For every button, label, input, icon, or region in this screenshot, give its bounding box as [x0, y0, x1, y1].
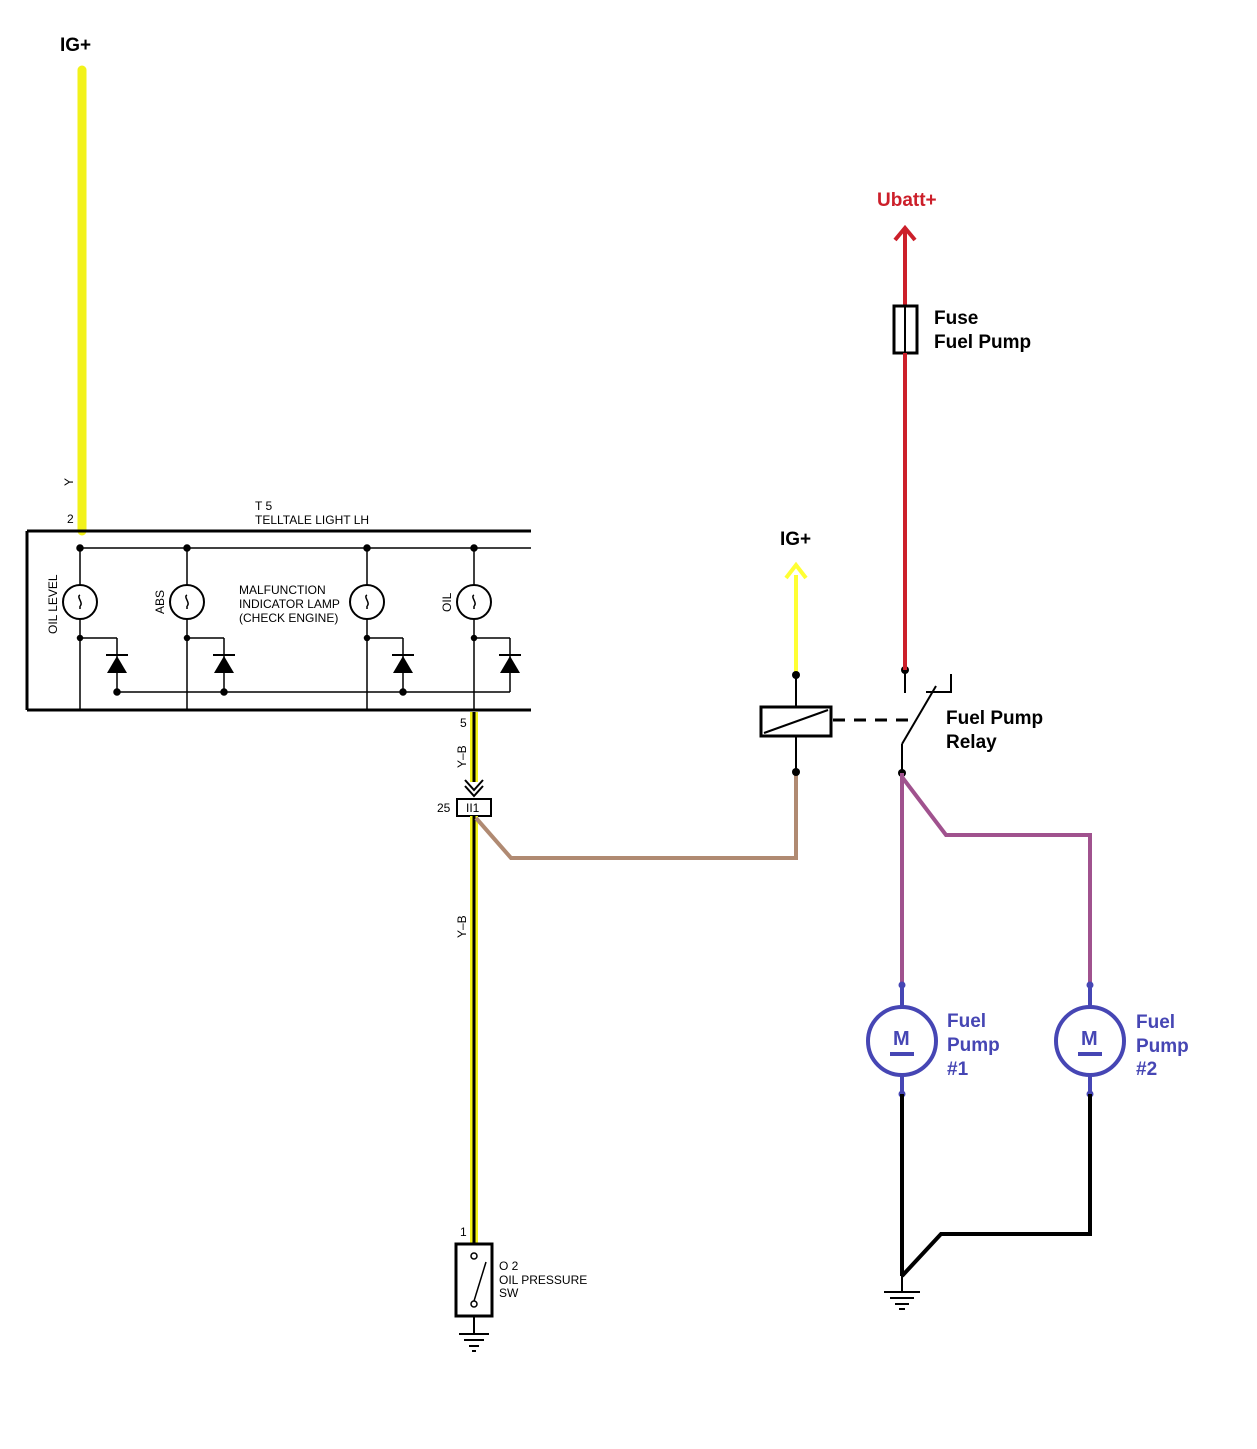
- ubatt-arrow-icon: [893, 224, 917, 242]
- lamp-mil-label-1: MALFUNCTION: [239, 583, 326, 597]
- fuse-label-2: Fuel Pump: [934, 332, 1031, 353]
- relay-coil-node-bottom: [792, 768, 800, 776]
- t5-module-box: [25, 529, 531, 712]
- fuel-pump-1-label-3: #1: [947, 1059, 969, 1080]
- connector-chevron: [464, 779, 484, 798]
- wire-yb-upper-label: Y–B: [455, 745, 469, 768]
- fuel-pump-1-motor-icon: [866, 981, 938, 1098]
- o2-label-2: SW: [499, 1286, 519, 1300]
- fuel-pump-1-label-1: Fuel: [947, 1011, 986, 1032]
- ubatt-label: Ubatt+: [877, 190, 937, 211]
- ground-icon-oil-switch: [459, 1316, 489, 1352]
- ig-relay-arrow-icon: [784, 561, 808, 580]
- lamp-oil-label: OIL: [440, 592, 454, 612]
- fuel-pump-2-label-2: Pump: [1136, 1036, 1189, 1057]
- relay-label-2: Relay: [946, 732, 997, 753]
- o2-label-1: OIL PRESSURE: [499, 1273, 587, 1287]
- fuel-pump-1-label-2: Pump: [947, 1035, 1000, 1056]
- fuel-pump-1-motor-letter: M: [893, 1028, 910, 1050]
- o2-id: O 2: [499, 1259, 519, 1273]
- purple-wire-pump2: [900, 775, 1092, 985]
- fuel-pump-2-label-1: Fuel: [1136, 1012, 1175, 1033]
- lamp-oil-level-label: OIL LEVEL: [46, 574, 60, 634]
- pump2-ground-wire: [900, 1094, 1092, 1278]
- ig-plus-relay-label: IG+: [780, 529, 811, 550]
- pin-25-label: 25: [437, 801, 451, 815]
- lamp-abs: [169, 544, 235, 710]
- pin-2-label: 2: [67, 512, 74, 526]
- relay-coil-diagonal: [763, 709, 829, 734]
- fuel-pump-2-motor-letter: M: [1081, 1028, 1098, 1050]
- fuel-pump-2-label-3: #2: [1136, 1059, 1157, 1080]
- relay-switch-icon: [901, 671, 952, 773]
- oil-pressure-switch-contact: [470, 1252, 487, 1308]
- pin-1-label: 1: [460, 1225, 467, 1239]
- relay-coil-node-top: [792, 671, 800, 679]
- lamp-mil: [349, 544, 414, 710]
- brown-relay-wire: [474, 772, 798, 860]
- ig-plus-top-label: IG+: [60, 35, 91, 56]
- lamp-mil-label-2: INDICATOR LAMP: [239, 597, 340, 611]
- wire-y-label: Y: [62, 478, 76, 486]
- fuse-label-1: Fuse: [934, 308, 978, 329]
- relay-label-1: Fuel Pump: [946, 708, 1043, 729]
- lamp-oil: [456, 544, 521, 710]
- lamp-mil-label-3: (CHECK ENGINE): [239, 611, 338, 625]
- ground-icon-pumps: [884, 1276, 920, 1310]
- lamp-abs-label: ABS: [153, 590, 167, 614]
- wire-yb-lower-label: Y–B: [455, 915, 469, 938]
- connector-ii1-label: II1: [466, 801, 480, 815]
- t5-name: TELLTALE LIGHT LH: [255, 513, 369, 527]
- t5-id: T 5: [255, 499, 272, 513]
- pin-5-label: 5: [460, 716, 467, 730]
- lamp-oil-level: [62, 544, 128, 710]
